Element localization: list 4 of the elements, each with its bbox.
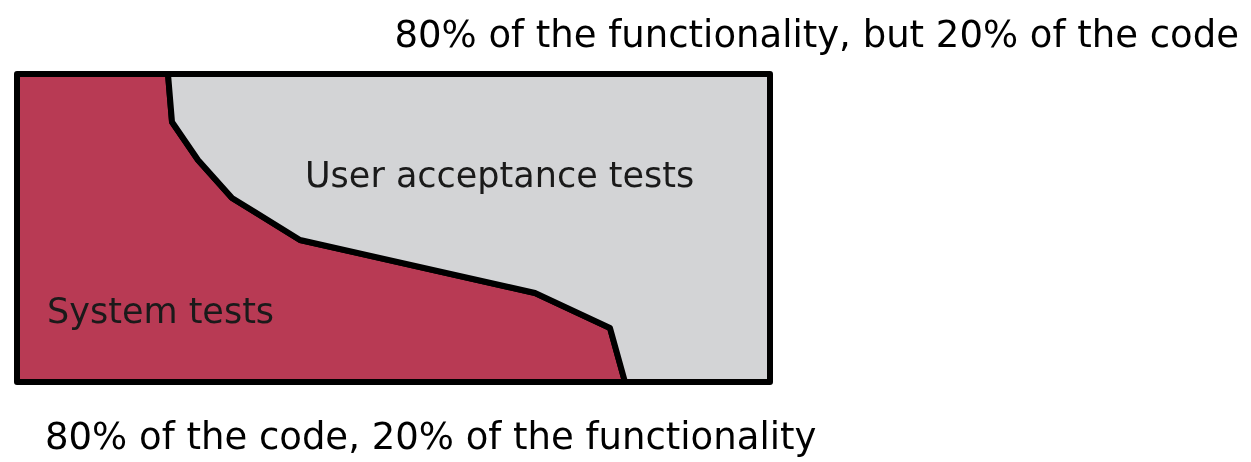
caption-text: 80% of the functionality, but 20% of the code: [394, 16, 1239, 53]
caption-text: 80% of the code, 20% of the functionality: [45, 418, 817, 455]
region-label: System tests: [47, 294, 275, 329]
region-label: User acceptance tests: [305, 158, 695, 193]
